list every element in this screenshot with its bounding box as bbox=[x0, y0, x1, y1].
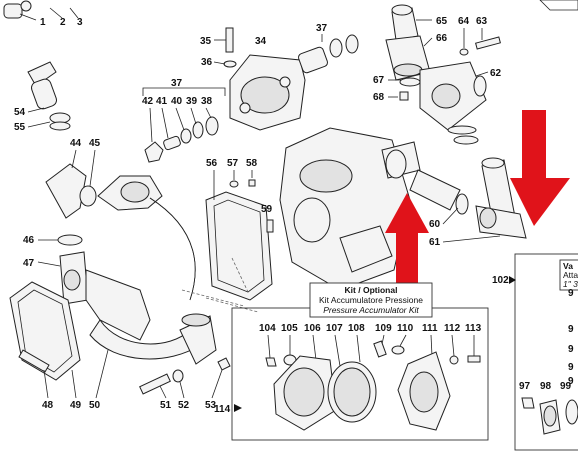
callout-53: 53 bbox=[205, 400, 217, 411]
callout-65: 65 bbox=[436, 16, 448, 27]
callout-34: 34 bbox=[255, 36, 267, 47]
side-box-line-1: Atta bbox=[563, 270, 578, 280]
callout-62: 62 bbox=[490, 68, 502, 79]
callout-56: 56 bbox=[206, 158, 218, 169]
side-box-102 bbox=[514, 253, 578, 451]
callout-106: 106 bbox=[304, 323, 321, 334]
callout-45: 45 bbox=[89, 138, 101, 149]
corner-fragment bbox=[539, 0, 578, 11]
callout-46: 46 bbox=[23, 235, 35, 246]
callout-47: 47 bbox=[23, 258, 35, 269]
callout-1: 1 bbox=[40, 17, 46, 28]
kit-label-box bbox=[309, 282, 433, 318]
callout-63: 63 bbox=[476, 16, 488, 27]
callout-51: 51 bbox=[160, 400, 172, 411]
callout-102: 102 bbox=[492, 275, 509, 286]
callout-59: 59 bbox=[261, 204, 273, 215]
side-box-line-2: 1" 3 bbox=[563, 279, 578, 289]
valve-37-top bbox=[297, 34, 359, 74]
callout-3: 3 bbox=[77, 17, 83, 28]
side-number-3: 9 bbox=[568, 344, 574, 355]
fitting-54 bbox=[27, 61, 71, 131]
manifold-47 bbox=[59, 251, 151, 341]
red-arrow-down bbox=[510, 110, 570, 226]
part-1-2-3 bbox=[3, 0, 79, 21]
callout-37-group: 37 bbox=[171, 78, 183, 89]
side-number-1: 9 bbox=[568, 288, 574, 299]
callout-39: 39 bbox=[186, 96, 198, 107]
callout-112: 112 bbox=[444, 323, 461, 334]
callout-60: 60 bbox=[429, 219, 441, 230]
callout-35: 35 bbox=[200, 36, 212, 47]
callout-40: 40 bbox=[171, 96, 183, 107]
valve-parts-38-42 bbox=[144, 116, 219, 163]
kit-line-2: Pressure Accumulator Kit bbox=[323, 305, 419, 315]
callout-41: 41 bbox=[156, 96, 168, 107]
red-arrow-up bbox=[385, 193, 429, 306]
callout-114: 114 bbox=[214, 404, 231, 415]
kit-title: Kit / Optional bbox=[345, 285, 398, 295]
callout-64: 64 bbox=[458, 16, 470, 27]
callout-42: 42 bbox=[142, 96, 154, 107]
callout-2: 2 bbox=[60, 17, 66, 28]
side-box-title: Va bbox=[563, 261, 573, 271]
callout-99: 99 bbox=[560, 381, 572, 392]
kit-line-1: Kit Accumulatore Pressione bbox=[319, 295, 423, 305]
callout-50: 50 bbox=[89, 400, 101, 411]
side-number-5: 9 bbox=[568, 376, 574, 387]
pipe-60 bbox=[381, 141, 469, 215]
callout-57: 57 bbox=[227, 158, 239, 169]
elbow-65-66 bbox=[385, 4, 431, 81]
gasket-56 bbox=[205, 191, 273, 301]
callout-113: 113 bbox=[465, 323, 482, 334]
pipe-61 bbox=[475, 157, 527, 239]
callout-105: 105 bbox=[281, 323, 298, 334]
callout-66: 66 bbox=[436, 33, 448, 44]
callout-67: 67 bbox=[373, 75, 385, 86]
callout-38: 38 bbox=[201, 96, 213, 107]
manifold-62 bbox=[419, 61, 487, 131]
callout-54: 54 bbox=[14, 107, 26, 118]
callout-104: 104 bbox=[259, 323, 276, 334]
side-box-parts bbox=[521, 397, 578, 435]
callout-98: 98 bbox=[540, 381, 552, 392]
callout-58: 58 bbox=[246, 158, 258, 169]
callout-37-top: 37 bbox=[316, 23, 328, 34]
callout-44: 44 bbox=[70, 138, 82, 149]
side-number-4: 9 bbox=[568, 362, 574, 373]
callout-68: 68 bbox=[373, 92, 385, 103]
callout-97: 97 bbox=[519, 381, 531, 392]
callout-48: 48 bbox=[42, 400, 54, 411]
callout-107: 107 bbox=[326, 323, 343, 334]
callout-109: 109 bbox=[375, 323, 392, 334]
bolt-48 bbox=[18, 349, 50, 373]
callout-61: 61 bbox=[429, 237, 441, 248]
callout-55: 55 bbox=[14, 122, 26, 133]
callout-114-marker bbox=[234, 404, 242, 412]
callout-110: 110 bbox=[397, 323, 414, 334]
pump-body bbox=[279, 127, 411, 291]
side-number-2: 9 bbox=[568, 324, 574, 335]
callout-49: 49 bbox=[70, 400, 82, 411]
manifold-44-45 bbox=[45, 163, 163, 219]
callout-102-marker bbox=[509, 276, 516, 284]
accumulator-kit-parts bbox=[265, 340, 481, 431]
bolt-51-52 bbox=[139, 313, 217, 395]
callout-111: 111 bbox=[422, 323, 438, 334]
callout-52: 52 bbox=[178, 400, 190, 411]
callout-36: 36 bbox=[201, 57, 213, 68]
callout-108: 108 bbox=[348, 323, 365, 334]
